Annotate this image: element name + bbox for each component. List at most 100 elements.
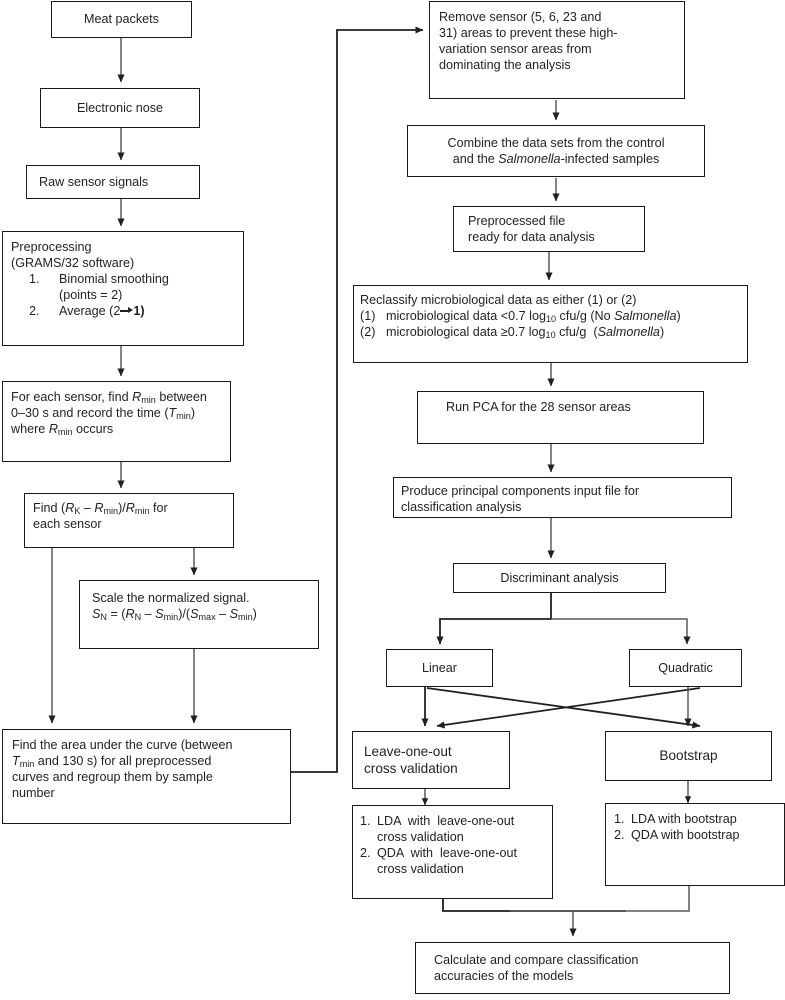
preprocessing-steps: 1. Binomial smoothing (points = 2) 2. Av…	[11, 271, 235, 319]
reclassify-item-2-b: cfu/g (	[555, 325, 598, 340]
reclassify-item-1-b: cfu/g (No	[556, 309, 615, 324]
reclassify-item-1-text: microbiological data <0.7 log10 cfu/g (N…	[386, 308, 681, 324]
find-rmin-line1-a: For each sensor, find	[11, 390, 133, 404]
node-leave-one-out[interactable]: Leave-one-out cross validation	[352, 731, 510, 789]
node-electronic-nose-label: Electronic nose	[76, 100, 164, 115]
reclassify-item-1-italic: Salmonella	[614, 309, 677, 324]
area-line2: Tmin and 130 s) for all preprocessed	[12, 753, 281, 769]
scale-eq: = (	[106, 607, 126, 622]
node-loo-results[interactable]: 1. LDA with leave-one-out cross validati…	[352, 805, 553, 899]
find-ratio-rk: R	[65, 501, 75, 515]
find-ratio-rmin: R	[94, 501, 104, 515]
node-bootstrap-results[interactable]: 1. LDA with bootstrap 2. QDA with bootst…	[605, 803, 785, 886]
node-calculate-compare[interactable]: Calculate and compare classification acc…	[415, 942, 730, 994]
reclassify-item-2: (2) microbiological data ≥0.7 log10 cfu/…	[360, 324, 741, 340]
node-remove-sensor[interactable]: Remove sensor (5, 6, 23 and 31) areas to…	[429, 1, 685, 99]
scale-sminsub: min	[163, 612, 179, 623]
remove-sensor-line3: variation sensor areas from	[439, 42, 592, 57]
preprocessing-line2: (GRAMS/32 software)	[11, 256, 135, 271]
scale-close2: )	[252, 607, 257, 622]
preprocessing-step-1-text2: (points = 2)	[59, 288, 123, 303]
find-rmin-line2-tsub: min	[176, 411, 191, 422]
edge-discriminant-to-linear	[436, 593, 552, 645]
scale-smin2: S	[229, 607, 239, 622]
loo-results-item-2-number: 2.	[360, 846, 371, 861]
scale-sn: S	[92, 607, 101, 622]
find-ratio-post: for	[149, 501, 168, 515]
edge-looresults-merge	[442, 899, 626, 912]
loo-results-item-1-line1: LDA with leave-one-out	[377, 814, 515, 828]
preprocessing-step-1-spacer	[11, 287, 59, 303]
right-arrow-icon	[120, 306, 134, 314]
find-rmin-line1-rsub: min	[141, 394, 156, 405]
preprocessing-step-1-number: 1.	[29, 272, 40, 287]
node-bootstrap[interactable]: Bootstrap	[605, 731, 772, 781]
node-raw-sensor-signals[interactable]: Raw sensor signals	[26, 165, 200, 199]
node-electronic-nose[interactable]: Electronic nose	[40, 88, 200, 128]
area-tsub: min	[19, 759, 35, 770]
find-ratio-rksub: K	[74, 505, 81, 516]
reclassify-item-2-text: microbiological data ≥0.7 log10 cfu/g (S…	[386, 324, 664, 340]
node-raw-sensor-signals-label: Raw sensor signals	[39, 174, 149, 189]
bootstrap-results-item-1-text: LDA with bootstrap	[631, 812, 737, 826]
edge-quadratic-to-loo	[436, 687, 701, 729]
produce-pc-line2: classification analysis	[401, 500, 522, 515]
scale-minus2: –	[215, 607, 230, 622]
find-rmin-line3-b: occurs	[72, 422, 114, 437]
loo-results-item-1: 1. LDA with leave-one-out	[360, 813, 545, 829]
reclassify-item-2-italic: Salmonella	[597, 325, 660, 340]
find-ratio-div: )/	[118, 501, 126, 515]
node-reclassify[interactable]: Reclassify microbiological data as eithe…	[353, 285, 748, 363]
calculate-compare-line2: accuracies of the models	[434, 969, 574, 983]
loo-results-item-1-number: 1.	[360, 814, 371, 828]
combine-line2-a: and the	[452, 152, 499, 166]
find-rmin-line3-rsub: min	[57, 427, 73, 438]
reclassify-item-1-number: (1)	[360, 309, 376, 324]
remove-sensor-line2: 31) areas to prevent these high-	[439, 26, 618, 41]
find-rmin-line1-r: R	[132, 390, 142, 404]
node-combine-data[interactable]: Combine the data sets from the control a…	[407, 125, 705, 177]
reclassify-item-2-a: microbiological data ≥0.7 log	[386, 325, 546, 340]
scale-signal-formula: SN = (RN – Smin)/(Smax – Smin)	[92, 606, 306, 622]
bootstrap-results-item-2-number: 2.	[614, 828, 625, 843]
reclassify-item-1-c: )	[676, 309, 681, 324]
loo-results-item-1-line2: cross validation	[377, 830, 464, 845]
node-quadratic[interactable]: Quadratic	[629, 649, 742, 687]
loo-line1: Leave-one-out	[364, 743, 452, 759]
find-rmin-line2: 0–30 s and record the time (Tmin)	[11, 405, 222, 421]
scale-smin2sub: min	[238, 612, 253, 623]
remove-sensor-line1: Remove sensor (5, 6, 23 and	[439, 10, 602, 24]
node-preprocessing[interactable]: Preprocessing (GRAMS/32 software) 1. Bin…	[2, 231, 244, 346]
node-find-ratio[interactable]: Find (RK – Rmin)/Rmin for each sensor	[24, 493, 234, 548]
edge-linear-to-bootstrap	[426, 687, 701, 729]
node-scale-signal[interactable]: Scale the normalized signal. SN = (RN – …	[79, 580, 319, 649]
node-area-under-curve[interactable]: Find the area under the curve (between T…	[2, 729, 291, 824]
bootstrap-results-item-1-number: 1.	[614, 812, 625, 826]
bootstrap-results-item-2-text: QDA with bootstrap	[631, 828, 740, 843]
find-ratio-mid: –	[80, 501, 95, 515]
combine-line1: Combine the data sets from the control	[447, 135, 665, 150]
node-meat-packets[interactable]: Meat packets	[51, 1, 192, 38]
find-rmin-line2-t: T	[168, 406, 177, 421]
reclassify-line1: Reclassify microbiological data as eithe…	[360, 293, 637, 307]
scale-smax: S	[190, 607, 199, 622]
reclassify-item-1: (1) microbiological data <0.7 log10 cfu/…	[360, 308, 741, 324]
node-preprocessed-file[interactable]: Preprocessed file ready for data analysi…	[453, 206, 645, 252]
find-ratio-rmin2: R	[125, 501, 135, 515]
reclassify-item-1-a: microbiological data <0.7 log	[386, 309, 546, 324]
scale-rn: R	[125, 607, 135, 622]
preprocessing-step-1: 1. Binomial smoothing	[11, 271, 235, 287]
bootstrap-label: Bootstrap	[659, 748, 718, 764]
node-produce-pc[interactable]: Produce principal components input file …	[393, 477, 732, 518]
node-discriminant-analysis[interactable]: Discriminant analysis	[453, 563, 666, 593]
bootstrap-results-item-2: 2. QDA with bootstrap	[614, 827, 776, 843]
area-t: T	[12, 754, 20, 769]
scale-signal-line1: Scale the normalized signal.	[92, 591, 250, 605]
find-rmin-line2-b: )	[190, 406, 196, 421]
node-run-pca[interactable]: Run PCA for the 28 sensor areas	[417, 391, 704, 444]
linear-label: Linear	[421, 660, 457, 675]
node-find-rmin[interactable]: For each sensor, find Rmin between 0–30 …	[2, 381, 231, 462]
node-linear[interactable]: Linear	[386, 649, 493, 687]
